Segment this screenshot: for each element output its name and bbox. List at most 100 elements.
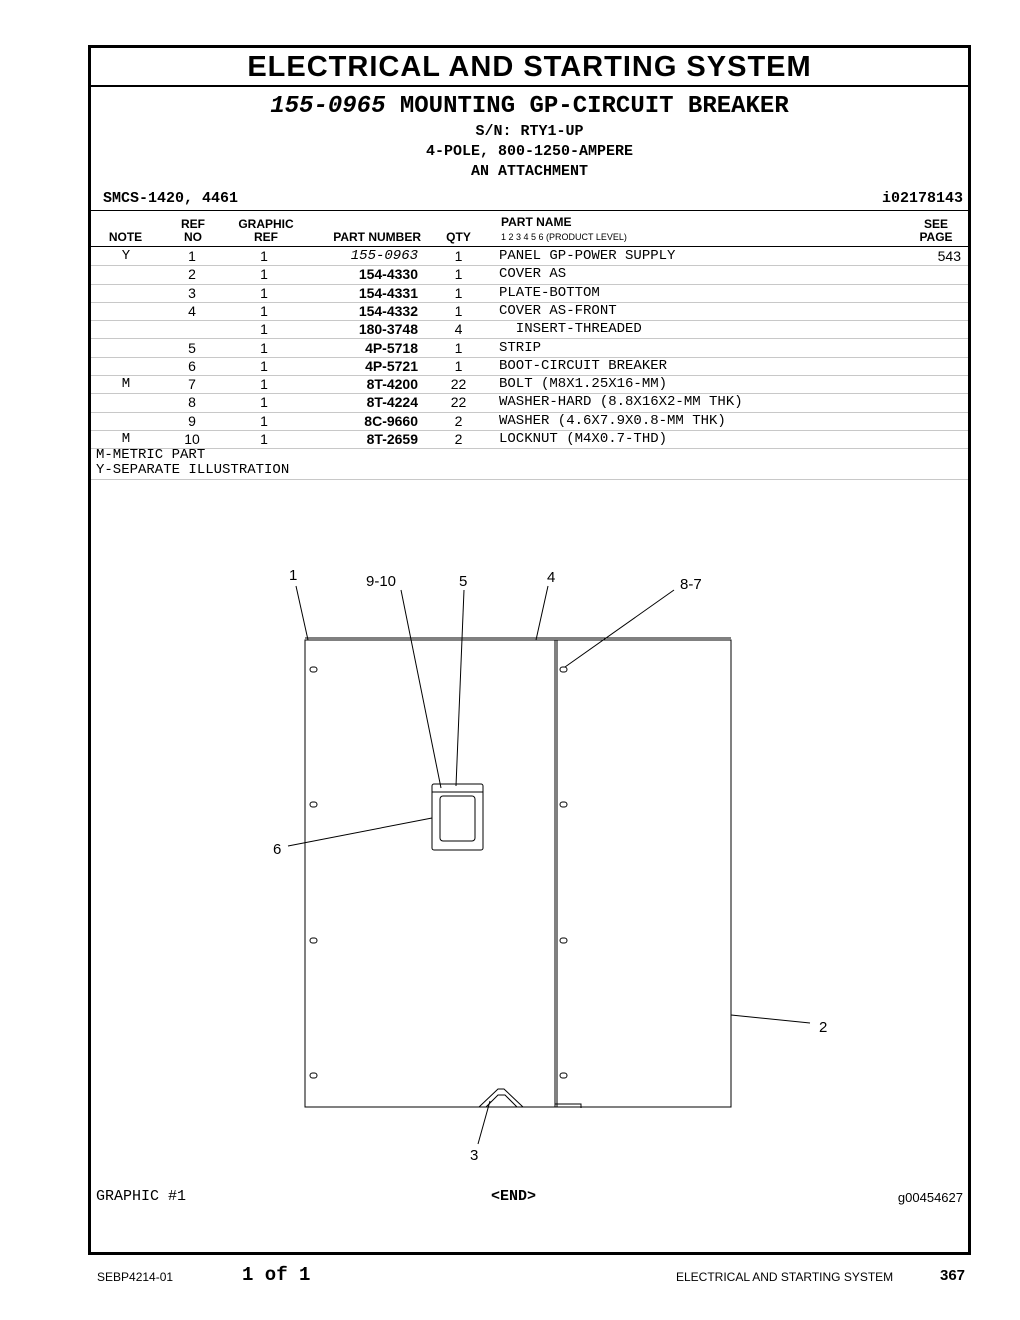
row-graphic: 1 <box>260 339 268 356</box>
note-metric: M-METRIC PART <box>96 447 206 463</box>
table-row: 1 180-3748 4 INSERT-THREADED <box>91 320 968 340</box>
table-row: 3 1 154-4331 1 PLATE-BOTTOM <box>91 284 968 303</box>
leader-2 <box>730 1014 811 1024</box>
notes-divider <box>91 479 968 480</box>
row-part-number: 8C-9660 <box>364 412 418 429</box>
col-see-top: SEE <box>923 217 948 231</box>
breaker-window <box>439 795 476 842</box>
col-see-bottom: PAGE <box>919 230 953 244</box>
row-part-name: PANEL GP-POWER SUPPLY <box>499 248 676 264</box>
row-graphic: 1 <box>260 302 268 319</box>
fastener-slot <box>559 801 568 808</box>
row-part-name: LOCKNUT (M4X0.7-THD) <box>499 431 668 447</box>
leader-3 <box>477 1100 491 1145</box>
row-qty: 2 <box>454 431 463 447</box>
row-part-number: 4P-5721 <box>365 357 418 374</box>
row-ref: 9 <box>188 412 196 429</box>
row-ref: 8 <box>188 394 196 411</box>
title-divider <box>91 85 968 87</box>
row-ref: 3 <box>188 284 196 301</box>
row-note: Y <box>121 248 131 264</box>
col-part-name: PART NAME <box>501 215 572 229</box>
fastener-slot <box>309 1072 318 1079</box>
graphic-label: GRAPHIC #1 <box>96 1188 187 1205</box>
row-qty: 1 <box>454 339 463 356</box>
row-graphic: 1 <box>260 357 268 374</box>
group-heading: 155-0965 MOUNTING GP-CIRCUIT BREAKER <box>91 93 968 120</box>
page-frame: ELECTRICAL AND STARTING SYSTEM 155-0965 … <box>88 45 971 1255</box>
row-part-name: WASHER-HARD (8.8X16X2-MM THK) <box>499 394 743 411</box>
row-part-name: STRIP <box>499 339 542 356</box>
product-levels: 1 2 3 4 5 6 (PRODUCT LEVEL) <box>501 232 627 242</box>
leader-6 <box>287 817 433 847</box>
end-marker: <END> <box>491 1188 537 1205</box>
row-qty: 2 <box>454 412 463 429</box>
table-divider <box>91 246 968 247</box>
table-row: M 7 1 8T-4200 22 BOLT (M8X1.25X16-MM) <box>91 375 968 395</box>
row-qty: 1 <box>454 248 463 264</box>
callout-3: 3 <box>470 1147 478 1164</box>
col-graphic-bottom: REF <box>254 230 278 244</box>
fastener-slot <box>559 666 568 673</box>
row-graphic: 1 <box>260 431 268 447</box>
header-divider <box>91 210 968 211</box>
row-part-name: PLATE-BOTTOM <box>499 284 600 301</box>
table-row: 6 1 4P-5721 1 BOOT-CIRCUIT BREAKER <box>91 357 968 377</box>
table-row: 9 1 8C-9660 2 WASHER (4.6X7.9X0.8-MM THK… <box>91 412 968 431</box>
table-row: Y 1 1 155-0963 1 PANEL GP-POWER SUPPLY 5… <box>91 247 968 267</box>
group-description-2: AN ATTACHMENT <box>470 163 589 180</box>
row-graphic: 1 <box>260 394 268 411</box>
row-part-number[interactable]: 155-0963 <box>350 248 418 264</box>
fastener-slot <box>559 1072 568 1079</box>
group-description-1: 4-POLE, 800-1250-AMPERE <box>425 143 634 160</box>
callout-1: 1 <box>289 567 297 584</box>
row-qty: 22 <box>450 376 467 393</box>
row-qty: 1 <box>454 357 463 374</box>
callout-2: 2 <box>819 1019 827 1036</box>
col-ref-top: REF <box>181 217 205 231</box>
callout-9-10: 9-10 <box>366 573 396 590</box>
callout-8-7: 8-7 <box>680 576 702 593</box>
row-part-name: BOLT (M8X1.25X16-MM) <box>499 376 668 393</box>
row-see-page[interactable]: 543 <box>937 248 961 264</box>
row-graphic: 1 <box>260 412 268 429</box>
smcs-codes: SMCS-1420, 4461 <box>103 190 239 207</box>
leader-4 <box>535 585 549 641</box>
row-ref: 5 <box>188 339 196 356</box>
row-part-number: 154-4330 <box>358 266 418 283</box>
row-ref: 1 <box>188 248 196 264</box>
panel-outline <box>304 639 732 1108</box>
row-part-name: COVER AS <box>499 266 567 283</box>
fastener-slot <box>309 666 318 673</box>
footer-section: ELECTRICAL AND STARTING SYSTEM <box>676 1270 894 1284</box>
row-qty: 22 <box>450 394 467 411</box>
graphic-number: g00454627 <box>897 1190 963 1205</box>
row-part-number: 180-3748 <box>358 321 418 338</box>
row-part-number: 8T-4200 <box>366 376 418 393</box>
row-note: M <box>121 376 131 393</box>
callout-4: 4 <box>547 569 555 586</box>
row-note: M <box>121 431 131 447</box>
row-qty: 1 <box>454 266 463 283</box>
row-ref: 4 <box>188 302 196 319</box>
row-part-number: 154-4332 <box>358 302 418 319</box>
fastener-slot <box>309 801 318 808</box>
row-qty: 1 <box>454 284 463 301</box>
row-ref: 6 <box>188 357 196 374</box>
illustration-id: i02178143 <box>881 190 963 207</box>
leader-8-7 <box>564 589 675 668</box>
table-row: 8 1 8T-4224 22 WASHER-HARD (8.8X16X2-MM … <box>91 393 968 413</box>
group-part-number[interactable]: 155-0965 <box>270 93 386 120</box>
col-note: NOTE <box>108 230 143 244</box>
leader-1 <box>295 585 309 641</box>
row-graphic: 1 <box>260 266 268 283</box>
row-graphic: 1 <box>260 284 268 301</box>
callout-6: 6 <box>273 841 281 858</box>
row-part-number: 8T-2659 <box>366 431 418 447</box>
leader-9-10 <box>400 589 442 789</box>
row-qty: 4 <box>454 321 463 338</box>
parts-illustration: 1 9-10 5 4 8-7 6 2 3 <box>273 567 827 1164</box>
row-graphic: 1 <box>260 321 268 338</box>
row-part-number: 4P-5718 <box>365 339 418 356</box>
row-ref: 7 <box>188 376 196 393</box>
